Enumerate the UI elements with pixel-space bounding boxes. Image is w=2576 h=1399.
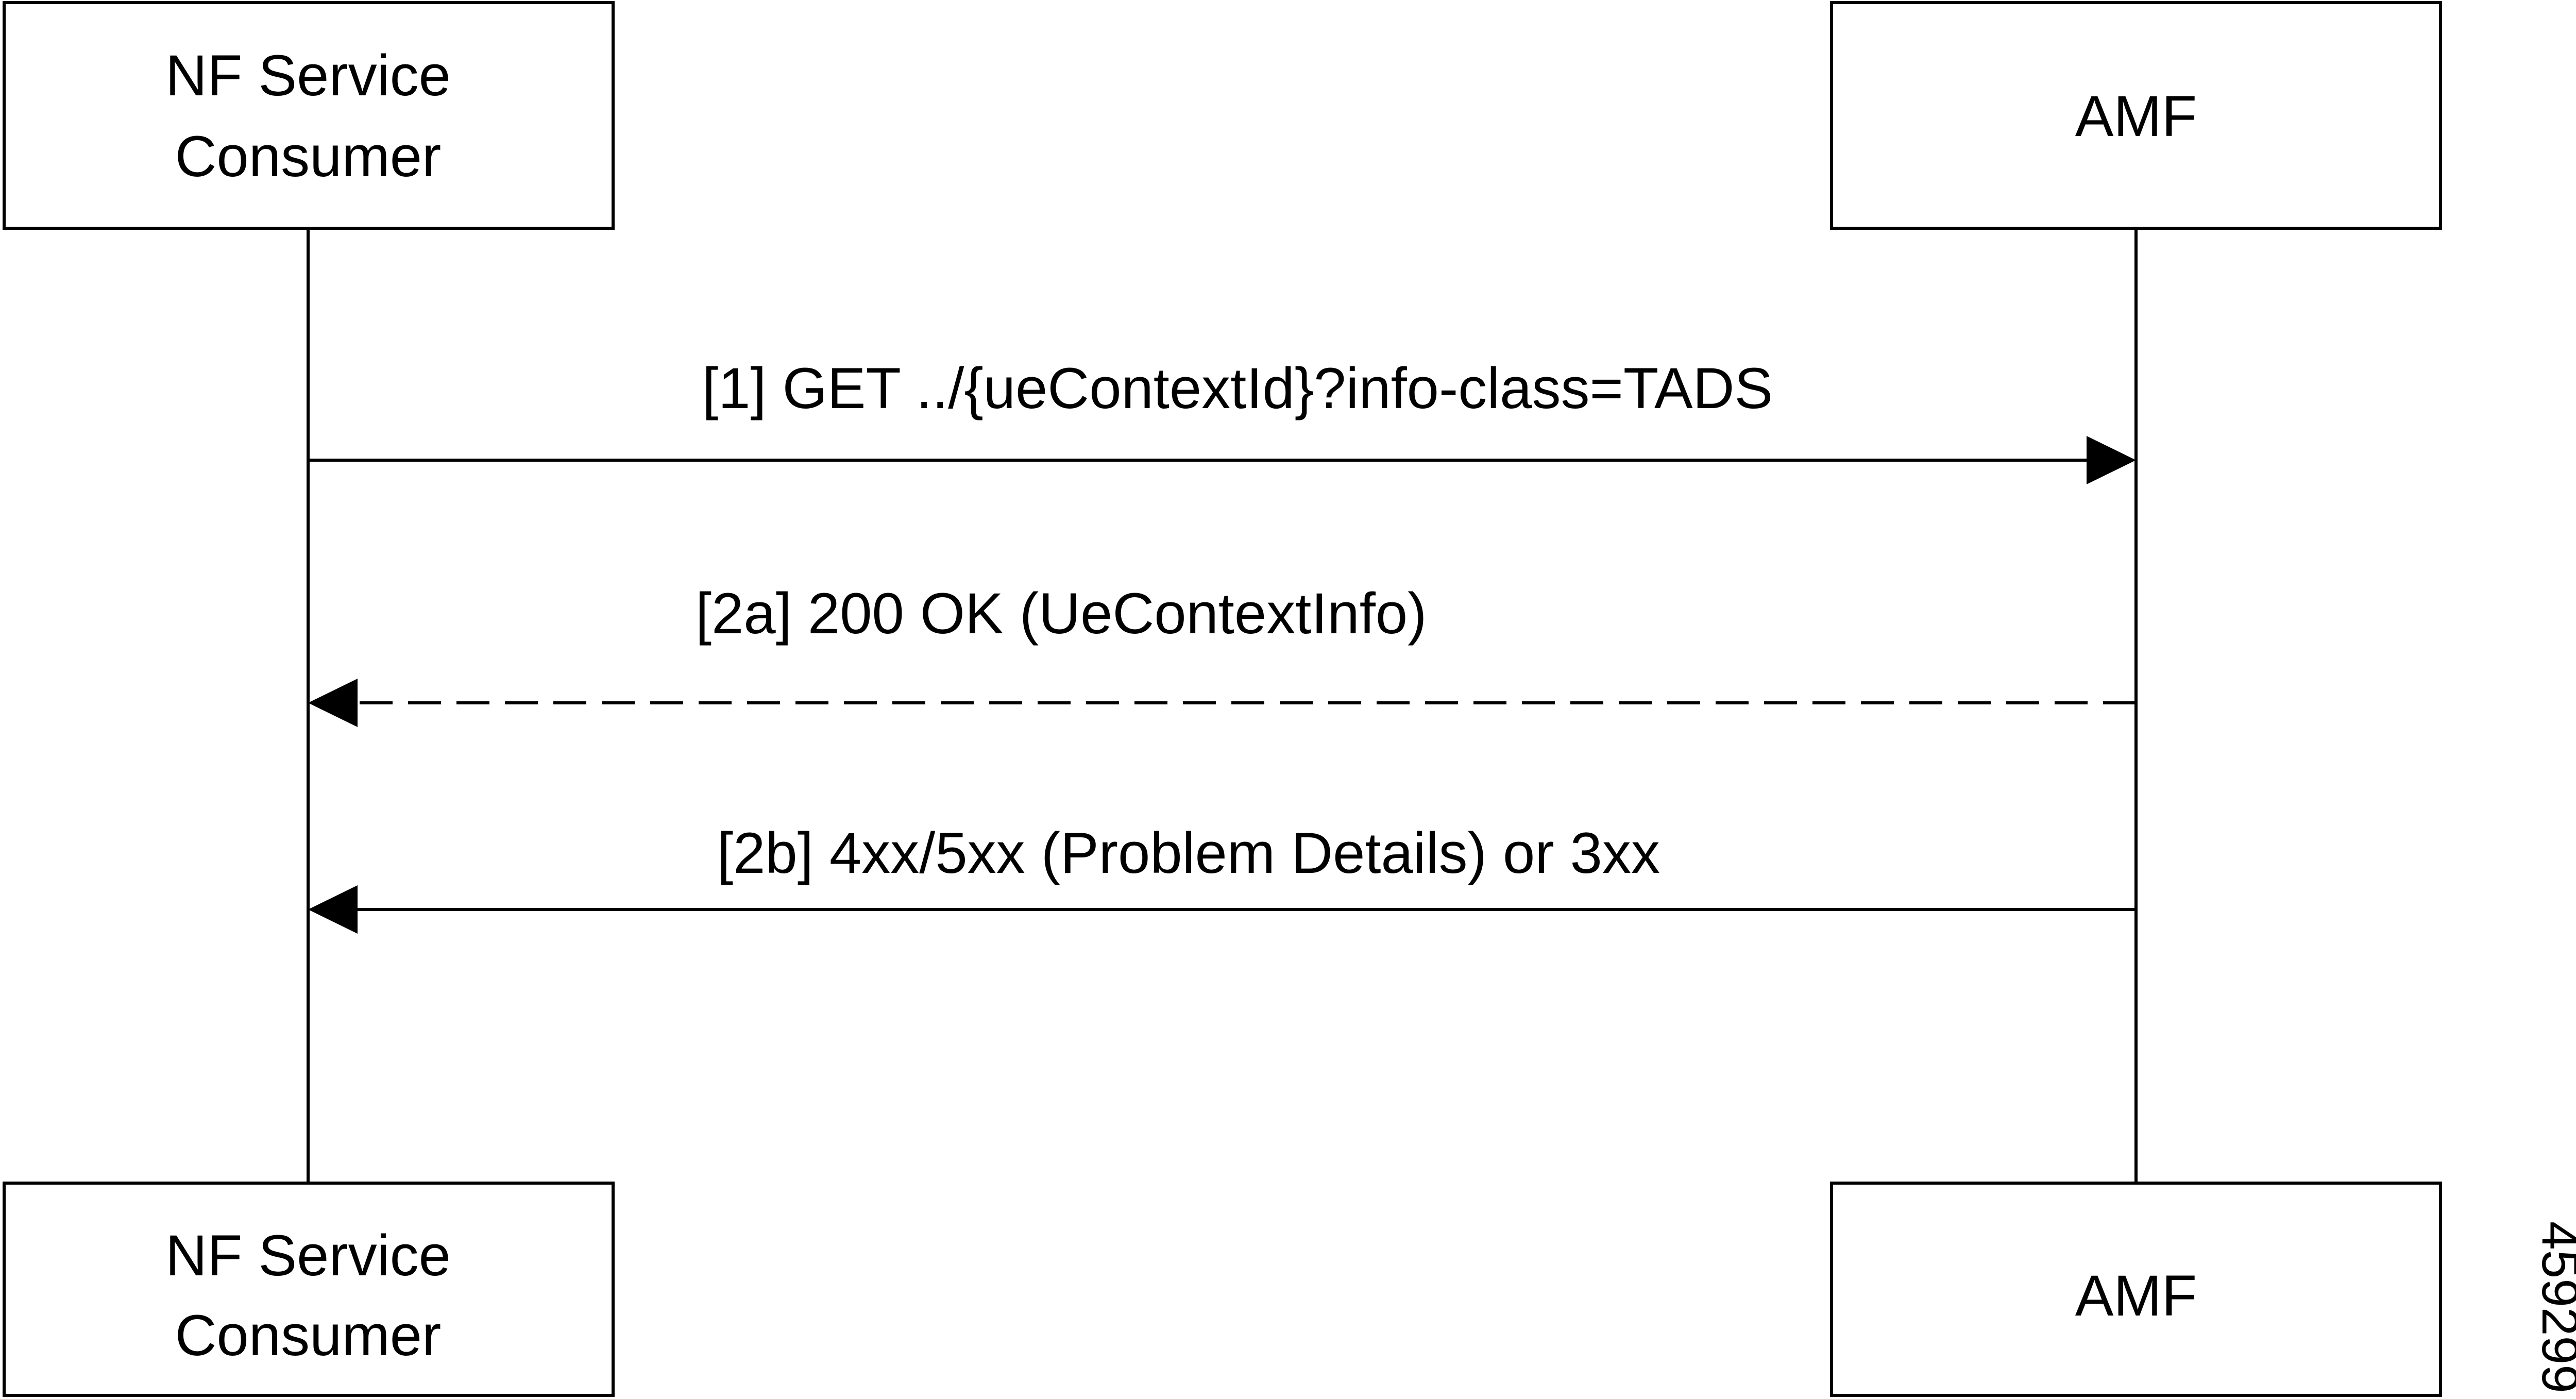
amf-box-top: AMF bbox=[1830, 1, 2442, 230]
consumer-label-bottom-line1: NF Service bbox=[165, 1223, 451, 1288]
amf-label-bottom: AMF bbox=[2075, 1263, 2197, 1328]
consumer-box-bottom: NF Service Consumer bbox=[3, 1182, 615, 1397]
figure-id: 459299 bbox=[2531, 1221, 2576, 1393]
consumer-box-top: NF Service Consumer bbox=[3, 1, 615, 230]
consumer-label-top-line1: NF Service bbox=[165, 43, 451, 108]
amf-box-bottom: AMF bbox=[1830, 1182, 2442, 1397]
message-1-label: [1] GET ../{ueContextId}?info-class=TADS bbox=[702, 356, 1773, 420]
message-2b-label: [2b] 4xx/5xx (Problem Details) or 3xx bbox=[717, 821, 1660, 885]
amf-label-top: AMF bbox=[2075, 84, 2197, 148]
message-2a-label: [2a] 200 OK (UeContextInfo) bbox=[696, 581, 1427, 646]
consumer-label-bottom-line2: Consumer bbox=[175, 1303, 442, 1368]
message-1-arrowhead bbox=[2087, 436, 2136, 484]
message-2b-arrowhead bbox=[308, 885, 358, 934]
message-2a-arrowhead bbox=[308, 679, 358, 727]
consumer-label-top-line2: Consumer bbox=[175, 124, 442, 189]
